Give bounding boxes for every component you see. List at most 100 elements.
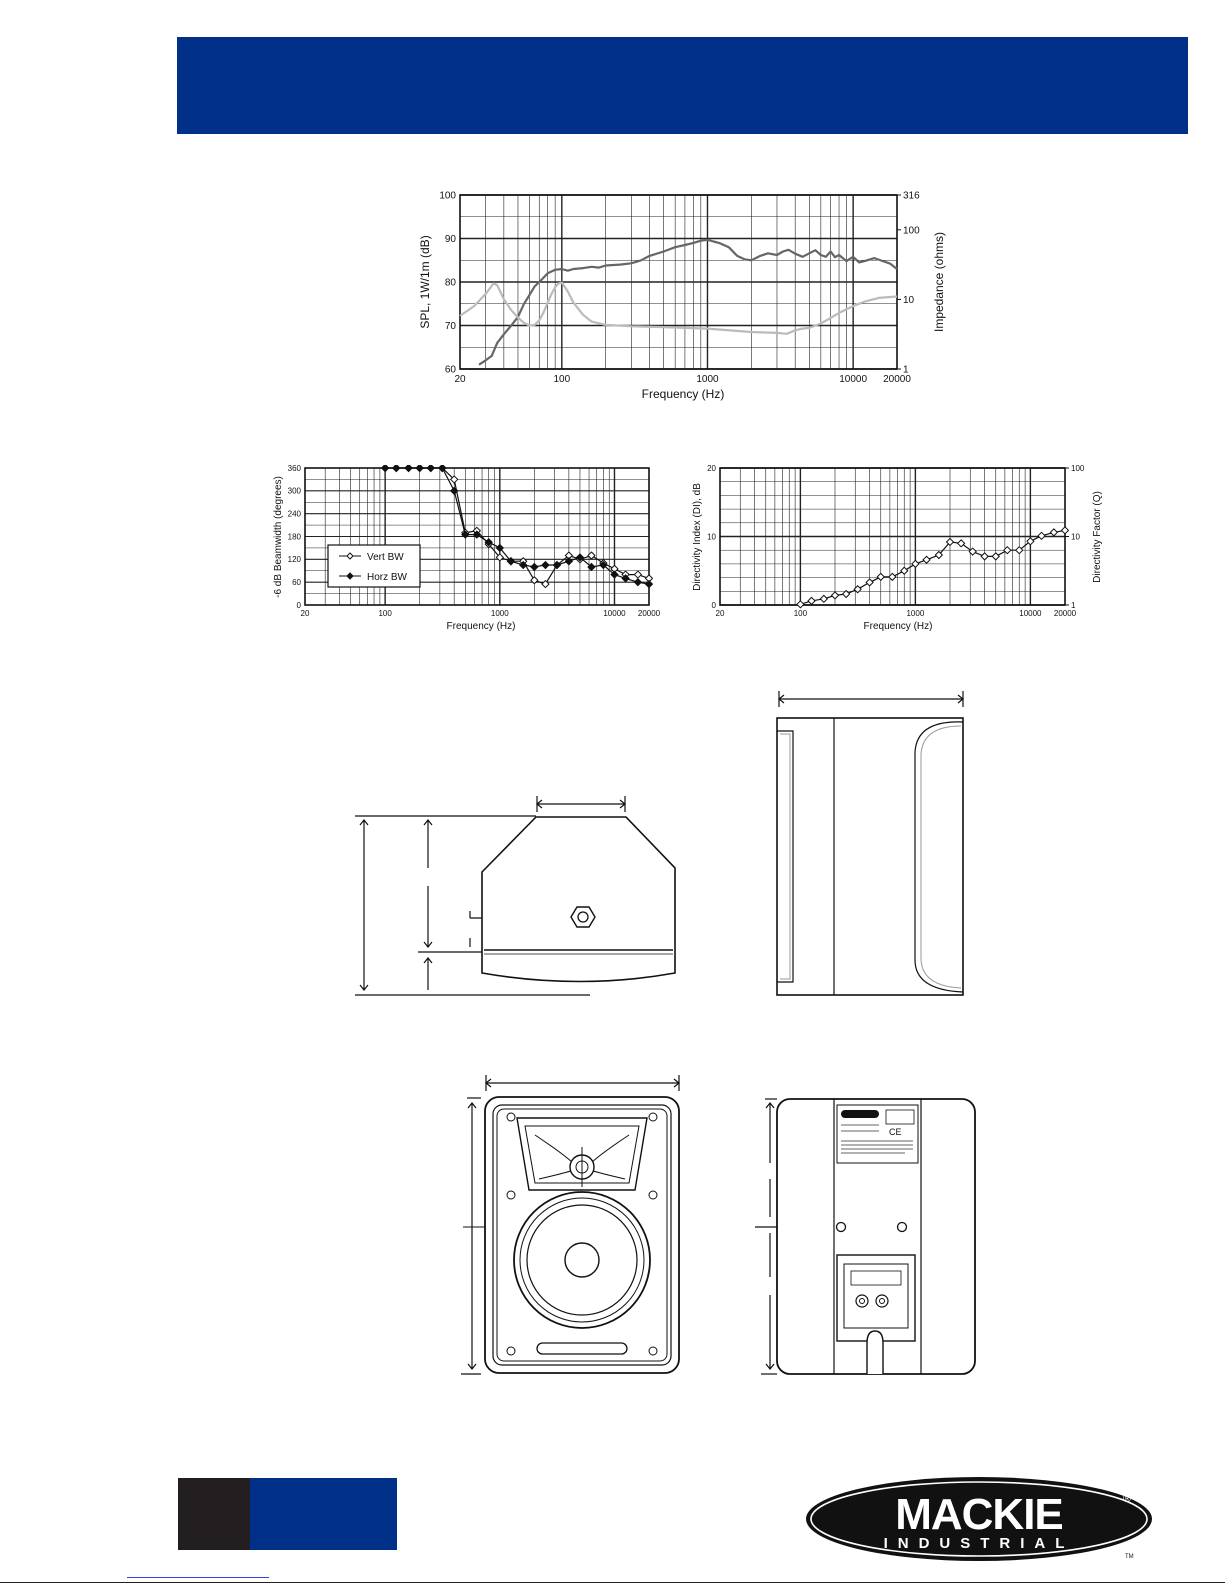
input-panel (836, 1254, 916, 1342)
di-y2-tick-label: 1 (1071, 601, 1076, 610)
footer-dark-block (178, 1478, 250, 1550)
di-point (888, 572, 897, 582)
fr-y-tick-label: 60 (445, 365, 457, 376)
fr-x-tick-label: 20 (454, 374, 466, 385)
vert-bw-point (587, 551, 596, 560)
di-x-tick-label: 100 (794, 609, 808, 618)
horz-bw-point (392, 465, 401, 473)
di-point (934, 550, 944, 560)
di-point (1049, 528, 1059, 537)
fr-y-tick-label: 90 (445, 234, 457, 245)
fr-y2-tick-label: 10 (903, 295, 915, 306)
di-y2-tick-label: 10 (1071, 532, 1080, 541)
bw-x-tick-label: 20000 (638, 609, 661, 618)
fr-y2-tick-label: 316 (903, 191, 920, 202)
fr-series (459, 238, 898, 366)
di-point (900, 566, 909, 575)
plot-frame (459, 194, 898, 370)
bw-x-axis-label: Frequency (Hz) (447, 621, 516, 632)
di-point (841, 589, 851, 599)
vert-bw-point (449, 475, 459, 484)
logo-wordmark: MACKIE (895, 1490, 1063, 1539)
di-y-tick-label: 0 (712, 601, 717, 610)
fr-x-axis-label: Frequency (Hz) (642, 387, 725, 401)
legend-horz-marker (346, 572, 354, 580)
di-point (819, 594, 829, 604)
bw-y-tick-label: 180 (288, 532, 302, 541)
legend-box (327, 544, 421, 588)
bottom-rule (0, 1582, 1225, 1583)
horz-bw-point (495, 543, 505, 553)
di-point (911, 559, 920, 569)
di-point (876, 572, 885, 582)
logo-trademark: TM (1125, 1554, 1134, 1560)
spl-curve (478, 238, 898, 366)
plot-frame (304, 467, 650, 606)
horz-bw-point (587, 562, 596, 572)
horz-bw-point (380, 465, 390, 473)
rear-label-logo (841, 1110, 879, 1118)
bw-legend: Vert BW Horz BW (327, 544, 421, 588)
di-point (796, 600, 805, 609)
horz-bw-point (564, 557, 574, 566)
footer-blue-block (250, 1478, 397, 1550)
vert-bw-point (633, 570, 643, 579)
footer-link-rule (127, 1577, 269, 1578)
di-grid (719, 467, 1066, 606)
horz-bw-point (519, 560, 528, 570)
fr-y2-tick-label: 1 (903, 365, 909, 376)
impedance-curve (459, 281, 898, 335)
di-y-axis-label: Directivity Index (DI), dB (692, 483, 703, 591)
fr-y-tick-label: 80 (445, 278, 457, 289)
bw-y-tick-label: 360 (288, 465, 302, 473)
di-x-tick-label: 20 (716, 609, 725, 618)
speaker-back-view-drawing: CE (755, 1098, 976, 1375)
horz-bw-point (541, 560, 550, 570)
di-y-tick-label: 20 (707, 465, 716, 473)
vert-bw-point (495, 553, 505, 562)
horz-bw-point (644, 579, 654, 589)
horz-bw-point (461, 530, 470, 539)
fr-y-tick-label: 100 (439, 191, 456, 202)
horz-bw-point (552, 560, 562, 570)
di-point (1060, 526, 1070, 535)
di-point (1015, 545, 1024, 555)
di-point (807, 596, 816, 606)
di-point (1003, 545, 1012, 555)
speaker-top-view-drawing (355, 796, 676, 996)
fr-x-tick-label: 100 (553, 374, 570, 385)
di-point (830, 591, 840, 600)
bw-x-tick-label: 100 (378, 609, 392, 618)
top-view-outline (481, 816, 676, 983)
logo-registered: ® (1123, 1493, 1131, 1505)
horz-bw-point (472, 530, 482, 539)
logo-subtitle: INDUSTRIAL (884, 1535, 1075, 1552)
horz-bw-point (484, 538, 493, 547)
bw-y-tick-label: 0 (297, 601, 302, 610)
port-slot (536, 1342, 628, 1355)
di-point (922, 555, 931, 564)
horz-bw-point (506, 557, 516, 566)
bw-y-tick-label: 60 (292, 578, 301, 587)
horz-bw-point (438, 465, 447, 473)
bw-x-tick-label: 1000 (491, 609, 509, 618)
di-point (865, 578, 874, 587)
horz-bw-point (621, 574, 630, 583)
binding-post-left (855, 1294, 869, 1308)
speaker-side-view-drawing (776, 691, 964, 996)
di-x-axis-label: Frequency (Hz) (864, 621, 933, 632)
fr-x-tick-label: 20000 (883, 374, 911, 385)
horz-bw-point (599, 560, 608, 570)
ce-mark: CE (889, 1127, 902, 1137)
di-y2-tick-label: 100 (1071, 465, 1085, 473)
fr-y2-tick-label: 100 (903, 225, 920, 236)
di-point (980, 552, 989, 561)
speaker-front-view-drawing (461, 1075, 680, 1375)
mackie-industrial-logo: MACKIE INDUSTRIAL ® TM (806, 1477, 1152, 1561)
